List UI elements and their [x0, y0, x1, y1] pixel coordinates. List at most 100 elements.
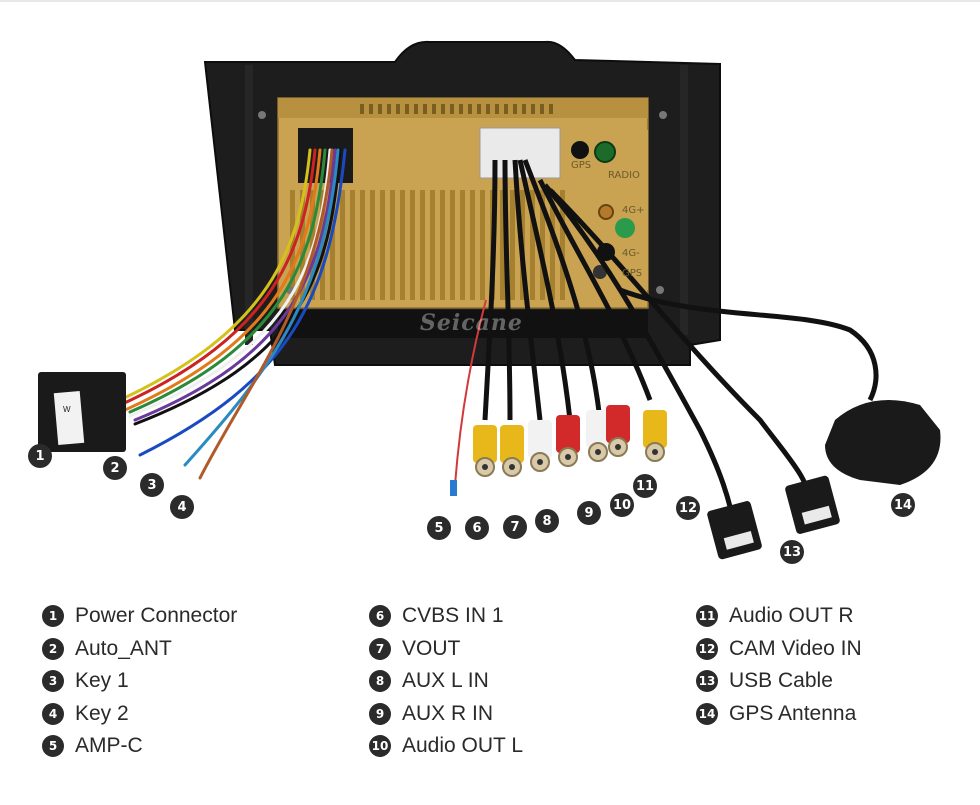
- legend-label: Key 2: [75, 701, 129, 725]
- vent-slot: [470, 190, 475, 300]
- legend-label: AMP-C: [75, 734, 143, 758]
- vent-slot: [290, 190, 295, 300]
- callout-3: 3: [140, 473, 164, 497]
- vent-slot: [560, 190, 565, 300]
- legend-item: 5 AMP-C: [42, 730, 237, 763]
- vent-slot: [530, 190, 535, 300]
- vent-slot: [390, 190, 395, 300]
- vent-slot: [420, 190, 425, 300]
- usb-plug-1: [707, 501, 762, 560]
- vent-slot: [468, 104, 472, 114]
- vent-slot: [340, 190, 345, 300]
- callout-13: 13: [780, 540, 804, 564]
- radio-port-label: RADIO: [608, 170, 640, 181]
- vent-slot: [495, 104, 499, 114]
- vent-slot: [513, 104, 517, 114]
- vent-slot: [540, 104, 544, 114]
- callout-10: 10: [610, 493, 634, 517]
- vent-slot: [430, 190, 435, 300]
- vent-slot: [360, 190, 365, 300]
- vent-slot: [477, 104, 481, 114]
- vent-slot: [380, 190, 385, 300]
- vent-slot: [450, 190, 455, 300]
- rca-plug: [473, 425, 497, 477]
- rca-plug: [643, 410, 667, 462]
- callout-8: 8: [535, 509, 559, 533]
- callout-6: 6: [465, 516, 489, 540]
- legend-item: 9 AUX R IN: [369, 698, 523, 731]
- legend-number: 6: [369, 605, 391, 628]
- rca-plug: [586, 410, 610, 462]
- legend-number: 12: [696, 637, 718, 660]
- vent-slot: [460, 190, 465, 300]
- vent-slot: [441, 104, 445, 114]
- legend-number: 10: [369, 735, 391, 758]
- callout-14: 14: [891, 493, 915, 517]
- vent-slot: [440, 190, 445, 300]
- legend-number: 1: [42, 605, 64, 628]
- vent-slot: [432, 104, 436, 114]
- callout-7: 7: [503, 515, 527, 539]
- vent-slot: [531, 104, 535, 114]
- legend-number: 8: [369, 670, 391, 693]
- usb-plug-2: [785, 475, 840, 534]
- legend-label: AUX R IN: [402, 701, 494, 725]
- vent-slot: [504, 104, 508, 114]
- vent-slot: [396, 104, 400, 114]
- callout-2: 2: [103, 456, 127, 480]
- legend-number: 5: [42, 735, 64, 758]
- legend-label: CVBS IN 1: [402, 604, 504, 628]
- vent-slot: [387, 104, 391, 114]
- vent-slot: [510, 190, 515, 300]
- vent-slot: [486, 104, 490, 114]
- vent-slot: [405, 104, 409, 114]
- legend-item: 8 AUX L IN: [369, 665, 523, 698]
- vent-slot: [423, 104, 427, 114]
- unit-rear-illustration: W: [0, 0, 980, 560]
- green-badge: [615, 218, 635, 238]
- legend-number: 13: [696, 670, 718, 693]
- legend-number: 11: [696, 605, 718, 628]
- vent-slot: [400, 190, 405, 300]
- 4g1-port-label: 4G+: [622, 205, 645, 216]
- rca-plug: [606, 405, 630, 457]
- rca-plug: [528, 420, 552, 472]
- legend-label: GPS Antenna: [729, 701, 857, 725]
- callout-12: 12: [676, 496, 700, 520]
- legend-number: 3: [42, 670, 64, 693]
- legend-number: 2: [42, 637, 64, 660]
- vent-slot: [378, 104, 382, 114]
- vent-slot: [500, 190, 505, 300]
- rca-plug: [500, 425, 524, 477]
- callout-11: 11: [633, 474, 657, 498]
- legend-label: AUX L IN: [402, 669, 489, 693]
- vent-slot: [360, 104, 364, 114]
- legend-number: 7: [369, 637, 391, 660]
- gps2-port-label: GPS: [622, 268, 643, 279]
- gps-port-label: GPS: [571, 160, 592, 171]
- vent-slot: [369, 104, 373, 114]
- gps-port: [571, 141, 589, 159]
- legend-label: VOUT: [402, 636, 461, 660]
- vent-slot: [410, 190, 415, 300]
- legend-number: 9: [369, 702, 391, 725]
- vent-slot: [480, 190, 485, 300]
- vent-slot: [370, 190, 375, 300]
- callout-4: 4: [170, 495, 194, 519]
- vent-slot: [540, 190, 545, 300]
- vent-slot: [549, 104, 553, 114]
- 4g-port-1: [598, 204, 614, 220]
- vent-slot: [550, 190, 555, 300]
- legend-label: Key 1: [75, 669, 129, 693]
- connector-tag: W: [63, 405, 71, 414]
- callout-9: 9: [577, 501, 601, 525]
